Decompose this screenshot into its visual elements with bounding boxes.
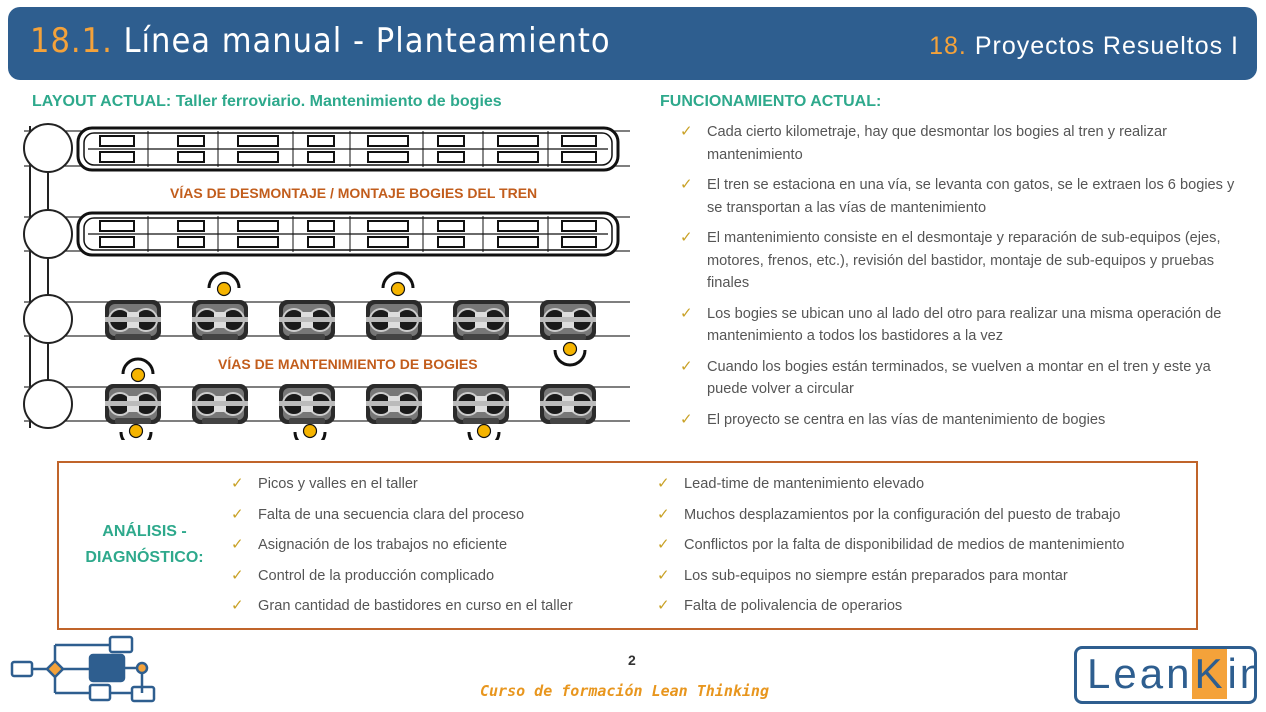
list-item: ✓Falta de polivalencia de operarios [657,595,1125,626]
chapter-title: 18. Proyectos Resueltos I [929,32,1239,61]
title-text: Línea manual - Planteamiento [123,21,611,61]
workshop-layout-svg [23,123,630,449]
list-item: ✓Cuando los bogies están terminados, se … [680,357,1211,398]
page-number: 2 [628,652,636,668]
list-item: ✓El mantenimiento consiste en el desmont… [680,229,1221,291]
header-banner: 18.1. Línea manual - Planteamiento 18. P… [8,7,1257,80]
chapter-number: 18. [929,32,967,60]
list-item: ✓Muchos desplazamientos por la configura… [657,504,1125,535]
list-item: ✓El proyecto se centra en las vías de ma… [680,409,1250,432]
check-icon: ✓ [657,475,670,492]
title-number: 18.1. [30,21,113,61]
analysis-label: ANÁLISIS - DIAGNÓSTICO: [85,523,204,566]
check-icon: ✓ [231,566,244,584]
check-icon: ✓ [680,123,693,140]
check-icon: ✓ [657,566,670,584]
check-icon: ✓ [231,536,244,553]
list-item: ✓Asignación de los trabajos no eficiente [231,534,573,565]
train-icon [76,126,620,172]
turntables [23,123,73,429]
check-icon: ✓ [657,597,670,614]
list-item: ✓Gran cantidad de bastidores en curso en… [231,595,573,626]
check-icon: ✓ [231,505,244,523]
chapter-text: Proyectos Resueltos I [974,32,1239,60]
check-icon: ✓ [680,357,693,375]
check-icon: ✓ [680,410,693,428]
list-item: ✓Lead-time de mantenimiento elevado [657,473,1125,504]
check-icon: ✓ [680,229,693,246]
analysis-box: ANÁLISIS - DIAGNÓSTICO: ✓Picos y valles … [57,461,1198,630]
train-icon [76,211,620,257]
course-title: Curso de formación Lean Thinking [480,682,769,700]
list-item: ✓Conflictos por la falta de disponibilid… [657,534,1125,565]
label-tracks-top: VÍAS DE DESMONTAJE / MONTAJE BOGIES DEL … [170,185,538,201]
list-item: ✓Control de la producción complicado [231,565,573,596]
analysis-list-left: ✓Picos y valles en el taller ✓Falta de u… [231,473,573,626]
label-tracks-bottom: VÍAS DE MANTENIMIENTO DE BOGIES [218,356,478,372]
check-icon: ✓ [231,475,244,492]
list-item: ✓El tren se estaciona en una vía, se lev… [680,176,1235,216]
page-title: 18.1. Línea manual - Planteamiento [30,21,611,61]
check-icon: ✓ [680,176,693,193]
check-icon: ✓ [231,597,244,614]
layout-heading: LAYOUT ACTUAL: Taller ferroviario. Mante… [32,93,502,110]
check-icon: ✓ [657,505,670,523]
list-item: ✓Los bogies se ubican uno al lado del ot… [680,304,1222,345]
list-item: ✓Picos y valles en el taller [231,473,573,504]
bogie-row-2 [104,383,597,425]
leankin-logo: LeanKin [1074,646,1257,704]
funcionamiento-list: ✓Cada cierto kilometraje, hay que desmon… [680,121,1250,439]
process-flow-logo [10,635,156,703]
list-item: ✓Falta de una secuencia clara del proces… [231,504,573,535]
list-item: ✓Los sub-equipos no siempre están prepar… [657,565,1125,596]
list-item: ✓Cada cierto kilometraje, hay que desmon… [680,123,1167,163]
check-icon: ✓ [680,304,693,322]
bogie-row-1 [104,299,597,341]
tracks [24,130,630,422]
layout-diagram: VÍAS DE DESMONTAJE / MONTAJE BOGIES DEL … [18,120,633,449]
check-icon: ✓ [657,536,670,553]
funcionamiento-heading: FUNCIONAMIENTO ACTUAL: [660,93,882,110]
analysis-list-right: ✓Lead-time de mantenimiento elevado ✓Muc… [657,473,1125,626]
